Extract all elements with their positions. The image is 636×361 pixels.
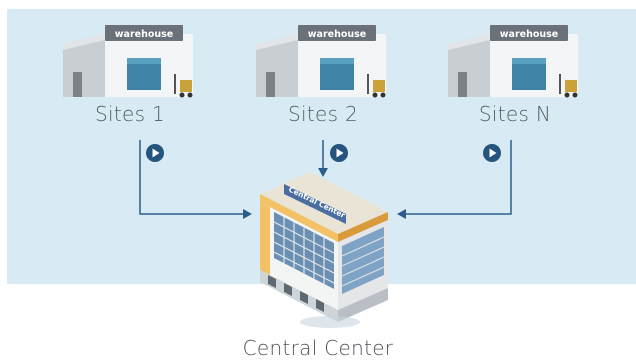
central-building-icon: Central Center [260, 172, 388, 328]
play-icon[interactable] [329, 143, 349, 163]
svg-text:warehouse: warehouse [500, 29, 558, 40]
warehouse-icon: warehouse [448, 25, 578, 98]
svg-text:warehouse: warehouse [115, 29, 173, 40]
siten-connector [403, 140, 512, 215]
site-n: warehouse Sites N [440, 22, 590, 142]
play-icon[interactable] [482, 143, 502, 163]
warehouse-icon: warehouse [256, 25, 386, 98]
site-2: warehouse Sites 2 [248, 22, 398, 142]
site1-arrowhead [243, 209, 252, 219]
play-icon[interactable] [145, 143, 165, 163]
central-center-label: Central Center [242, 336, 394, 360]
site2-arrowhead [318, 168, 328, 177]
site-1: warehouse Sites 1 [55, 22, 205, 142]
siten-arrowhead [397, 209, 406, 219]
site-label: Sites 2 [287, 102, 358, 126]
svg-text:warehouse: warehouse [308, 29, 366, 40]
warehouse-icon: warehouse [63, 25, 193, 98]
site-label: Sites N [478, 102, 552, 126]
site1-connector [139, 140, 248, 215]
site-label: Sites 1 [94, 102, 165, 126]
